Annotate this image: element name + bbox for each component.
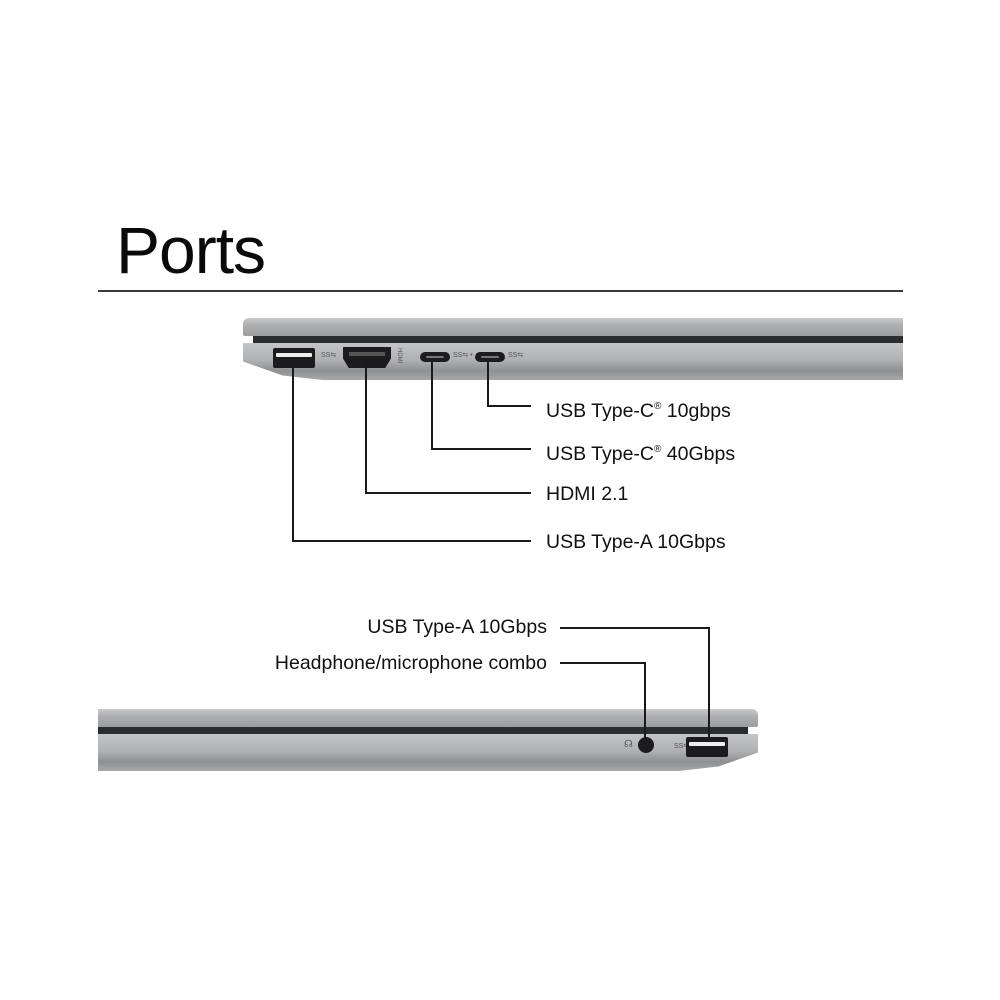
laptop-left-side-view: SS⇆ HDMI SS⇆ • SS⇆ <box>243 318 903 380</box>
hdmi-port <box>343 347 391 368</box>
leader-usbc-40 <box>431 362 433 450</box>
laptop-right-side-view: ☊ SS⇆ <box>98 709 758 771</box>
leader-hdmi <box>365 492 531 494</box>
callout-hdmi: HDMI 2.1 <box>546 483 629 505</box>
leader-usbc-10 <box>487 362 489 406</box>
leader-usba <box>292 362 294 541</box>
leader-usba-right <box>708 627 710 739</box>
callout-usb-a-right: USB Type-A 10Gbps <box>367 616 547 638</box>
leader-usba <box>292 540 531 542</box>
usb-ss-icon: SS⇆ <box>321 352 337 359</box>
usb-a-port <box>686 737 728 757</box>
callout-text: 10gbps <box>661 400 731 422</box>
headphone-jack <box>638 737 654 753</box>
usb-c-40gbps-port <box>420 352 450 362</box>
leader-usbc-10 <box>487 405 531 407</box>
callout-headphone-mic: Headphone/microphone combo <box>274 652 547 674</box>
laptop-lid <box>243 318 903 336</box>
callout-usb-c-40gbps: USB Type-C® 40Gbps <box>546 438 735 466</box>
laptop-hinge-seam <box>98 727 748 734</box>
page-title: Ports <box>116 213 266 287</box>
usb-ss-icon: SS⇆ <box>508 352 524 359</box>
title-divider <box>98 290 903 292</box>
leader-usbc-40 <box>431 448 531 450</box>
registered-mark: ® <box>654 444 662 455</box>
registered-mark: ® <box>654 401 662 412</box>
hdmi-text-icon: HDMI <box>396 348 402 364</box>
callout-text: USB Type-C <box>546 400 655 422</box>
leader-usba-right <box>560 627 710 629</box>
laptop-base <box>98 734 758 771</box>
usb-ss-icon: SS⇆ • <box>453 352 473 359</box>
callout-usb-a-left: USB Type-A 10Gbps <box>546 531 726 553</box>
usb-ss-icon: SS⇆ <box>674 743 690 750</box>
leader-audio <box>644 662 646 740</box>
callout-usb-c-10gbps: USB Type-C® 10gbps <box>546 395 731 423</box>
laptop-lid <box>98 709 758 727</box>
headphone-icon: ☊ <box>624 739 633 750</box>
leader-audio <box>560 662 646 664</box>
laptop-base <box>243 343 903 380</box>
callout-text: USB Type-C <box>546 443 655 465</box>
usb-c-10gbps-port <box>475 352 505 362</box>
callout-text: 40Gbps <box>661 443 736 465</box>
leader-hdmi <box>365 362 367 493</box>
laptop-hinge-seam <box>253 336 903 343</box>
usb-a-port <box>273 348 315 368</box>
